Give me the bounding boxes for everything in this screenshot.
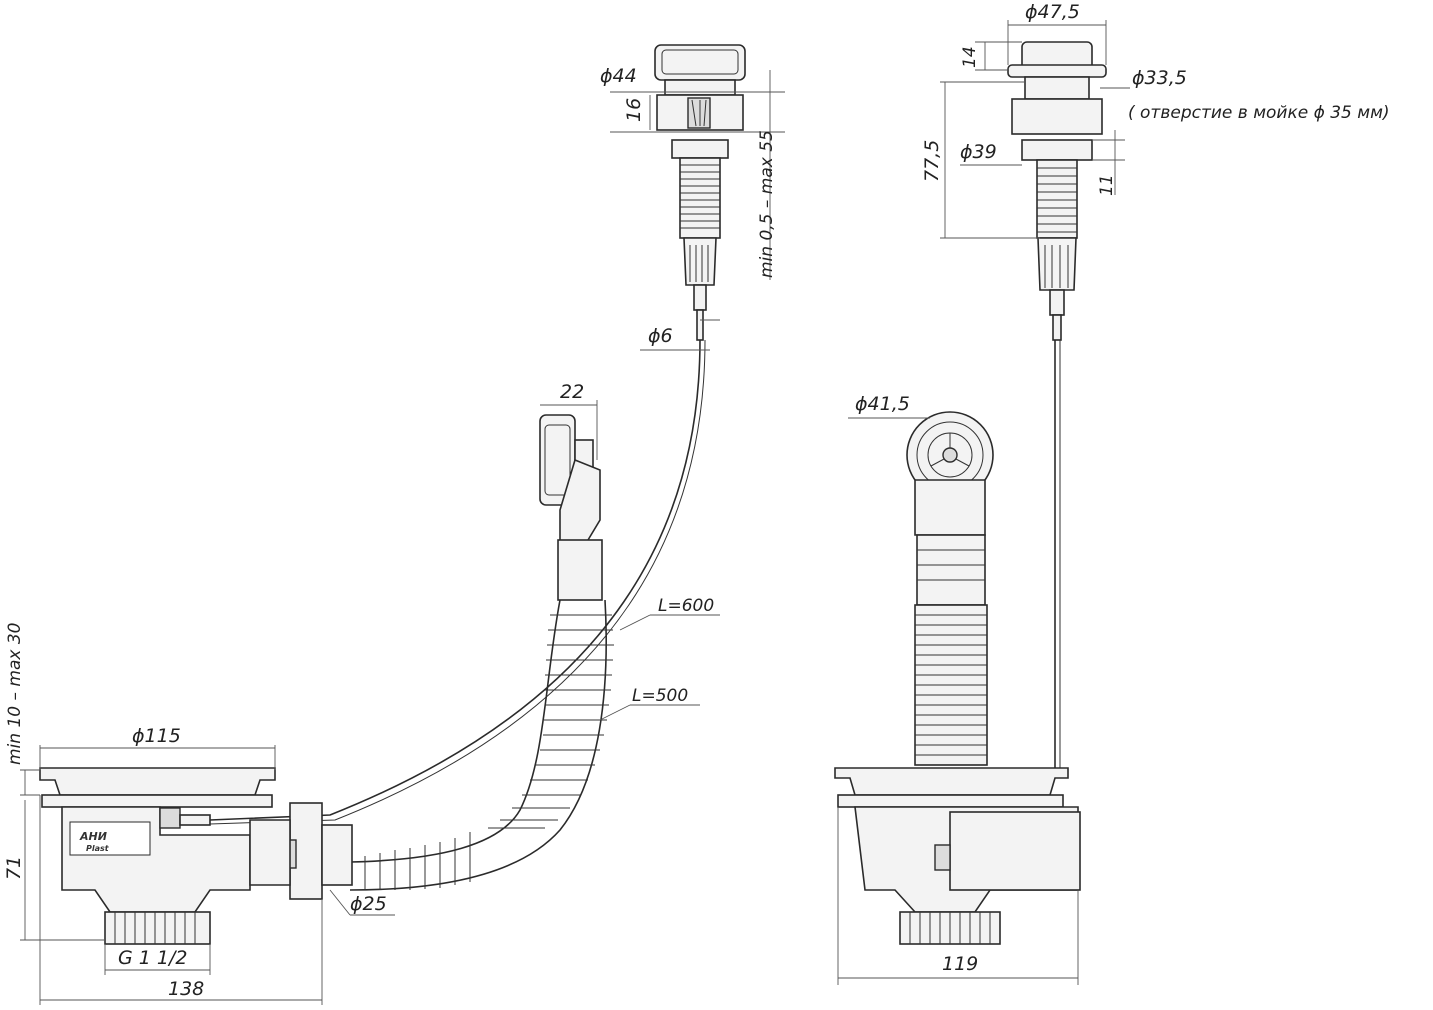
- dim-d41-5: ϕ41,5: [855, 393, 910, 415]
- dim-l500: L=500: [632, 686, 688, 706]
- dim-d25: ϕ25: [350, 893, 387, 915]
- push-button-right: [1007, 41, 1107, 341]
- dim-119: 119: [942, 953, 978, 975]
- dim-l600: L=600: [658, 596, 714, 616]
- dim-thread: G 1 1/2: [118, 947, 187, 969]
- strainer-right: [834, 767, 1081, 945]
- svg-text:АНИ: АНИ: [79, 830, 107, 843]
- dim-d33-5: ϕ33,5: [1132, 67, 1187, 89]
- dim-16: 16: [623, 98, 645, 122]
- dim-d115: ϕ115: [132, 725, 181, 747]
- push-button-left: [654, 44, 746, 341]
- dim-22: 22: [560, 381, 584, 403]
- dim-d47-5: ϕ47,5: [1025, 1, 1080, 23]
- left-view: АНИ Plast: [3, 44, 785, 1005]
- dim-77-5: 77,5: [921, 140, 943, 182]
- corrugated-hose-right: [914, 604, 988, 766]
- dim-d44: ϕ44: [600, 65, 637, 87]
- overflow-head-right: [906, 411, 994, 606]
- corrugated-hose-left: [349, 599, 614, 891]
- dim-71: 71: [3, 856, 25, 880]
- right-view: ϕ47,5 14 ϕ33,5 ( отверстие в мойке ϕ 35 …: [834, 1, 1390, 985]
- brand-logo: АНИ Plast: [69, 821, 151, 856]
- dimension-lines-left: [20, 70, 785, 1005]
- svg-text:Plast: Plast: [86, 844, 110, 853]
- dim-d39: ϕ39: [960, 141, 997, 163]
- dimension-lines-right: [837, 20, 1130, 985]
- hole-note: ( отверстие в мойке ϕ 35 мм): [1128, 103, 1390, 123]
- strainer-left: [39, 767, 291, 945]
- cable-left: [209, 339, 701, 821]
- dim-14: 14: [960, 46, 980, 68]
- dim-11: 11: [1097, 174, 1117, 196]
- dim-sink-thickness: min 10 – max 30: [5, 623, 25, 765]
- dim-138: 138: [168, 978, 204, 1000]
- overflow-head-left: [539, 414, 603, 601]
- dim-d6: ϕ6: [648, 325, 673, 347]
- dim-thickness-range: min 0,5 – max 55: [757, 130, 777, 278]
